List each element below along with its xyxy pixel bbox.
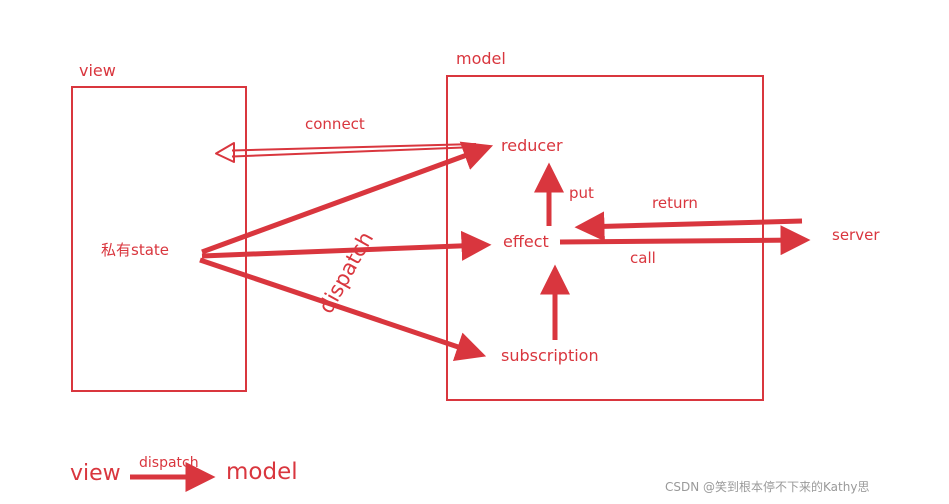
model-box-title: model xyxy=(456,49,506,68)
connect-label: connect xyxy=(305,115,365,133)
call-label: call xyxy=(630,249,656,267)
reducer-node: reducer xyxy=(501,136,563,155)
subscription-node: subscription xyxy=(501,346,599,365)
view-box xyxy=(71,86,247,392)
model-box xyxy=(446,75,764,401)
view-box-title: view xyxy=(79,61,116,80)
csdn-watermark: CSDN @笑到根本停不下来的Kathy思 xyxy=(665,480,870,494)
server-node: server xyxy=(832,226,880,244)
return-label: return xyxy=(652,194,698,212)
legend-dispatch-label: dispatch xyxy=(139,455,199,471)
dispatch-to-reducer-arrow xyxy=(201,141,494,255)
put-label: put xyxy=(569,184,594,202)
connect-arrow xyxy=(215,142,477,163)
dispatch-to-effect-arrow xyxy=(201,230,492,261)
dispatch-to-subscription-arrow xyxy=(199,257,487,362)
legend-view-label: view xyxy=(70,461,121,486)
legend-model-label: model xyxy=(226,459,298,485)
call-arrow xyxy=(559,225,811,256)
private-state-node: 私有state xyxy=(101,241,169,259)
effect-node: effect xyxy=(503,232,549,251)
return-arrow xyxy=(574,211,803,242)
